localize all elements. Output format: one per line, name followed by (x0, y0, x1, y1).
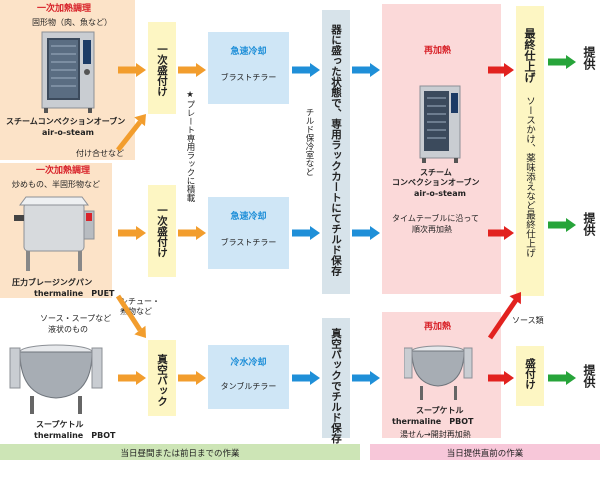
final-title: 最終仕上げ (523, 28, 536, 83)
arrow-plate1-to-chill (178, 63, 206, 77)
step-plate2-label: 一次盛付け (156, 205, 168, 258)
arrow-chill1-to-store (292, 63, 320, 77)
store-lower-label: 真空パックでチルド保存 (330, 328, 342, 444)
footer-right-label: 当日提供直前の作業 (446, 449, 524, 459)
row2-machine: 圧力ブレージングパン (12, 278, 93, 287)
row3-sub1: ソース・スープなど (40, 314, 112, 323)
step-vacuum-box: 真空パック (148, 340, 176, 416)
reheat2-note: 湯せん→開封再加熱 (400, 430, 471, 439)
arrow-plate-to-serve3 (548, 371, 576, 385)
row2-category: 一次加熱調理 (36, 166, 91, 176)
row1-machine: スチームコンベクションオーブン (6, 117, 126, 126)
chill2-sub: ブラストチラー (220, 238, 277, 247)
chill3-sub: タンブルチラー (220, 382, 277, 391)
arrow-store-to-reheat2 (352, 226, 380, 240)
reheat-kettle-image (404, 345, 473, 400)
soup-kettle-image (9, 344, 103, 414)
arrow-store-to-reheat1 (352, 63, 380, 77)
arrow-row2-to-plate (118, 226, 146, 240)
arrow-diag-to-plate1-head (134, 114, 146, 127)
arrow-final-to-serve1 (548, 55, 576, 69)
row3-model: thermaline PBOT (34, 431, 116, 440)
row1-sub: 固形物（肉、魚など） (32, 18, 112, 27)
arrow-sauce-to-final-head (509, 292, 521, 305)
arrow-diag-to-vacuum-head (134, 325, 146, 338)
row2-note-right: シチュー・ 煮物など (120, 297, 160, 316)
arrow-store-to-reheat3 (352, 371, 380, 385)
serve1-label: 提供 (582, 46, 596, 70)
arrow-diag-to-plate1 (116, 120, 142, 152)
sauce-label: ソース類 (512, 316, 544, 325)
footer-right-bar: 当日提供直前の作業 (370, 444, 600, 460)
arrow-chill3-to-store (292, 371, 320, 385)
step-plate2-box: 一次盛付け (148, 185, 176, 277)
reheat-oven-image (419, 85, 461, 163)
reheat1-title: 再加熱 (424, 46, 452, 56)
step-plate1-box: 一次盛付け (148, 22, 176, 114)
final-box: 最終仕上げ ソースかけ、薬味添えなど最終仕上げ (516, 6, 544, 296)
row2-model: thermaline PUET (34, 289, 115, 298)
row1-model: air-o-steam (42, 128, 94, 137)
arrow-vacuum-to-chill (178, 371, 206, 385)
row2-sub: 炒めもの、半固形物など (12, 180, 100, 189)
chill1-sub: ブラストチラー (220, 73, 277, 82)
arrow-reheat1-to-final (488, 63, 514, 77)
plate-final-label: 盛付け (524, 358, 536, 390)
serve2-label: 提供 (582, 212, 596, 236)
store-upper-label: 器に盛った状態で、専用ラックカートにてチルド保存 (330, 24, 342, 276)
chill3-box: 冷水冷却 タンブルチラー (208, 345, 289, 409)
row1-category: 一次加熱調理 (37, 4, 92, 14)
store-lower-box: 真空パックでチルド保存 (322, 318, 350, 444)
serve3-label: 提供 (582, 364, 596, 388)
final-sub: ソースかけ、薬味添えなど最終仕上げ (524, 96, 535, 258)
plate-rack-note: ★プレート専用ラックに積載 (185, 90, 195, 202)
reheat1-machine: スチーム (420, 168, 452, 177)
arrow-plate2-to-chill (178, 226, 206, 240)
step-plate1-label: 一次盛付け (156, 44, 168, 97)
footer-left-bar: 当日昼間または前日までの作業 (0, 444, 360, 460)
store-upper-box: 器に盛った状態で、専用ラックカートにてチルド保存 (322, 10, 350, 294)
braising-pan-image (14, 196, 95, 271)
reheat1-model: air-o-steam (414, 189, 466, 198)
row3-sub2: 液状のもの (48, 325, 88, 334)
reheat2-machine: スープケトル (416, 406, 464, 415)
chilled-room-note: チルド保冷室など (304, 108, 314, 176)
steam-oven-image (41, 31, 95, 113)
arrow-row1-to-plate (118, 63, 146, 77)
row3-machine: スープケトル (36, 420, 84, 429)
arrow-reheat2-to-final (488, 226, 514, 240)
arrow-final-to-serve2 (548, 218, 576, 232)
arrow-diag-to-vacuum (115, 294, 143, 332)
footer-left-label: 当日昼間または前日までの作業 (120, 449, 240, 459)
reheat1-note2: 順次再加熱 (412, 225, 452, 234)
plate-final-box: 盛付け (516, 346, 544, 406)
reheat2-model: thermaline PBOT (392, 417, 474, 426)
row1-note-below: 付け合せなど (76, 149, 124, 158)
step-vacuum-label: 真空パック (156, 354, 168, 407)
arrow-row3-to-vacuum (118, 371, 146, 385)
chill2-box: 急速冷却 ブラストチラー (208, 197, 289, 269)
reheat1-machine2: コンベクションオーブン (392, 178, 480, 187)
chill1-box: 急速冷却 ブラストチラー (208, 32, 289, 104)
arrow-reheat3-to-plate (488, 371, 514, 385)
arrow-chill2-to-store (292, 226, 320, 240)
chill1-title: 急速冷却 (230, 47, 267, 57)
reheat1-note1: タイムテーブルに沿って (392, 214, 479, 223)
chill2-title: 急速冷却 (230, 212, 267, 222)
reheat2-title: 再加熱 (424, 322, 452, 332)
arrow-sauce-to-final (487, 298, 519, 340)
chill3-title: 冷水冷却 (230, 358, 267, 368)
